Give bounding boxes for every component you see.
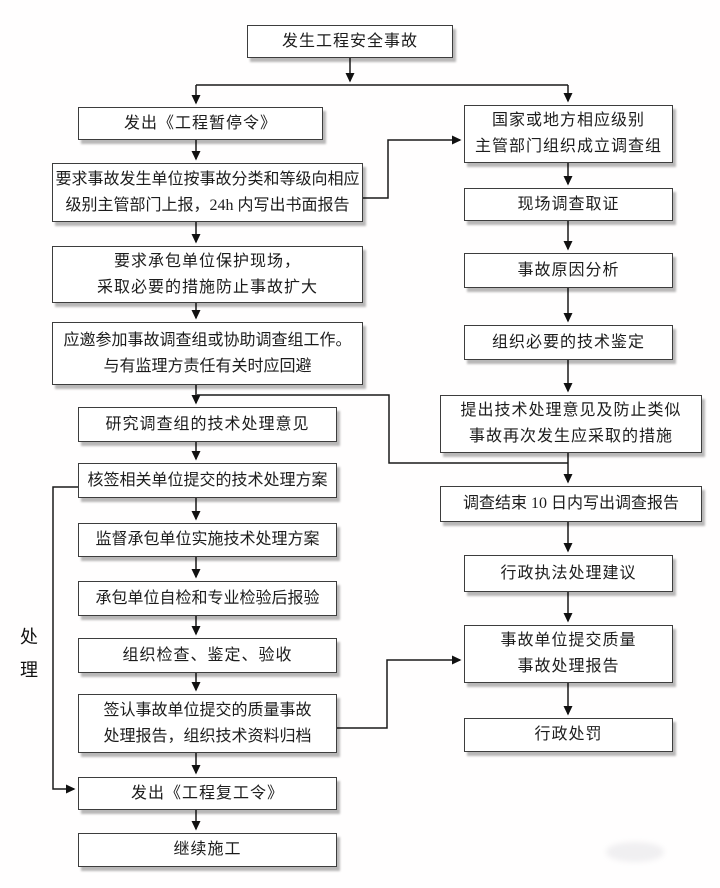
node-site-evidence-label: 现场调查取证	[517, 195, 620, 213]
node-supervise-implementation: 监督承包单位实施技术处理方案	[78, 523, 337, 557]
node-join-investigation-line1: 应邀参加事故调查组或协助调查组工作。	[63, 331, 352, 349]
node-issue-suspend-order: 发出《工程暂停令》	[78, 107, 323, 140]
node-submit-quality-report-line1: 事故单位提交质量	[500, 632, 637, 650]
node-administrative-penalty: 行政处罚	[464, 718, 673, 752]
node-start: 发生工程安全事故	[247, 25, 453, 58]
node-cause-analysis: 事故原因分析	[464, 253, 673, 288]
link-propose-to-study	[197, 394, 568, 464]
arrow-report-to-group	[363, 135, 462, 199]
node-report-to-authority-line2: 级别主管部门上报，24h 内写出书面报告	[65, 196, 350, 214]
watermark-blob	[606, 842, 664, 862]
node-cause-analysis-label: 事故原因分析	[517, 261, 620, 279]
node-protect-site-line2: 采取必要的措施防止事故扩大	[96, 278, 318, 296]
node-countersign-plan-label: 核签相关单位提交的技术处理方案	[87, 471, 328, 489]
node-contractor-inspection: 承包单位自检和专业检验后报验	[78, 581, 337, 616]
node-start-label: 发生工程安全事故	[281, 32, 418, 50]
node-contractor-inspection-label: 承包单位自检和专业检验后报验	[95, 589, 320, 607]
node-protect-site: 要求承包单位保护现场， 采取必要的措施防止事故扩大	[52, 246, 363, 303]
node-investigation-report: 调查结束 10 日内写出调查报告	[440, 486, 702, 522]
node-issue-suspend-order-label: 发出《工程暂停令》	[123, 114, 277, 132]
node-protect-site-line1: 要求承包单位保护现场，	[113, 252, 301, 270]
node-form-investigation-group-line2: 主管部门组织成立调查组	[474, 138, 662, 155]
node-propose-measures-line1: 提出技术处理意见及防止类似	[460, 402, 682, 420]
side-label-handling: 处理	[18, 627, 38, 693]
node-site-evidence: 现场调查取证	[464, 188, 673, 221]
node-join-investigation: 应邀参加事故调查组或协助调查组工作。 与有监理方责任有关时应回避	[52, 322, 363, 385]
node-propose-measures: 提出技术处理意见及防止类似 事故再次发生应采取的措施	[440, 395, 702, 453]
node-propose-measures-line2: 事故再次发生应采取的措施	[468, 428, 673, 445]
node-study-opinion: 研究调查组的技术处理意见	[78, 407, 337, 442]
node-report-to-authority: 要求事故发生单位按事故分类和等级向相应 级别主管部门上报，24h 内写出书面报告	[52, 163, 363, 222]
node-organize-acceptance-label: 组织检查、鉴定、验收	[122, 646, 293, 664]
arrow-sign-to-submit	[337, 655, 462, 729]
node-issue-resume-order-label: 发出《工程复工令》	[130, 784, 284, 802]
node-issue-resume-order: 发出《工程复工令》	[78, 777, 337, 810]
node-supervise-implementation-label: 监督承包单位实施技术处理方案	[95, 531, 320, 549]
node-sign-quality-report: 签认事故单位提交的质量事故 处理报告，组织技术资料归档	[78, 694, 337, 753]
node-administrative-penalty-label: 行政处罚	[534, 726, 603, 744]
node-study-opinion-label: 研究调查组的技术处理意见	[105, 415, 310, 433]
node-technical-appraisal: 组织必要的技术鉴定	[464, 325, 673, 360]
node-organize-acceptance: 组织检查、鉴定、验收	[78, 638, 337, 673]
node-report-to-authority-line1: 要求事故发生单位按事故分类和等级向相应	[55, 170, 360, 188]
node-countersign-plan: 核签相关单位提交的技术处理方案	[78, 463, 337, 498]
node-submit-quality-report-line2: 事故处理报告	[517, 658, 620, 675]
node-sign-quality-report-line2: 处理报告，组织技术资料归档	[103, 727, 312, 745]
node-enforcement-suggestion-label: 行政执法处理建议	[500, 564, 637, 582]
node-form-investigation-group: 国家或地方相应级别 主管部门组织成立调查组	[464, 105, 673, 163]
node-join-investigation-line2: 与有监理方责任有关时应回避	[103, 357, 312, 375]
node-submit-quality-report: 事故单位提交质量 事故处理报告	[464, 625, 673, 683]
node-sign-quality-report-line1: 签认事故单位提交的质量事故	[103, 701, 312, 719]
node-technical-appraisal-label: 组织必要的技术鉴定	[491, 333, 645, 351]
arrow-countersign-to-resume	[52, 486, 78, 794]
node-form-investigation-group-line1: 国家或地方相应级别	[491, 112, 645, 130]
node-investigation-report-label: 调查结束 10 日内写出调查报告	[462, 495, 679, 513]
node-continue-construction: 继续施工	[78, 833, 337, 867]
node-enforcement-suggestion: 行政执法处理建议	[464, 555, 673, 592]
node-continue-construction-label: 继续施工	[173, 841, 242, 859]
